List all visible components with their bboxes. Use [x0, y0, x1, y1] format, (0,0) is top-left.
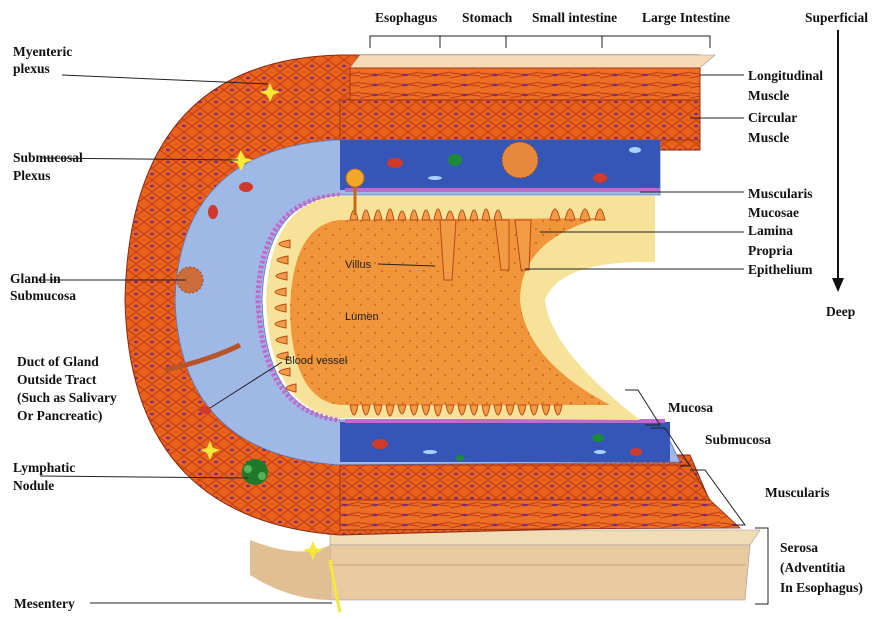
label-submucosal: Submucosal [13, 150, 83, 165]
longitudinal-muscle-top [350, 55, 715, 100]
label-lamina: Lamina [748, 223, 793, 238]
label-longitudinal-2: Muscle [748, 88, 789, 103]
depth-axis [832, 30, 844, 292]
label-mesentery: Mesentery [14, 596, 75, 611]
label-circular-2: Muscle [748, 130, 789, 145]
label-lamina-2: Propria [748, 243, 793, 258]
label-mucosa: Mucosa [668, 400, 713, 415]
region-brackets [370, 36, 710, 48]
label-epithelium: Epithelium [748, 262, 813, 277]
label-submucosal-2: Plexus [13, 168, 51, 183]
label-myenteric-2: plexus [13, 61, 50, 76]
label-myenteric: Myenteric [13, 44, 72, 59]
label-muscularis: Muscularis [765, 485, 830, 500]
label-lymphatic-2: Nodule [13, 478, 54, 493]
label-serosa-2: (Adventitia [780, 560, 845, 575]
serosa-layer [250, 530, 760, 600]
label-muscularis-mucosae: Muscularis [748, 186, 813, 201]
label-gland: Gland in [10, 271, 61, 286]
label-lymphatic: Lymphatic [13, 460, 75, 475]
region-large-intestine: Large Intestine [642, 10, 730, 25]
region-esophagus: Esophagus [375, 10, 437, 25]
muscle-bottom [340, 465, 740, 530]
label-duct-3: (Such as Salivary [17, 390, 117, 405]
label-longitudinal: Longitudinal [748, 68, 823, 83]
circular-muscle-top [340, 100, 700, 140]
label-duct: Duct of Gland [17, 354, 99, 369]
region-small-intestine: Small intestine [532, 10, 617, 25]
label-duct-2: Outside Tract [17, 372, 97, 387]
label-blood-vessel: Blood vessel [285, 355, 347, 367]
label-gland-2: Submucosa [10, 288, 76, 303]
label-duct-4: Or Pancreatic) [17, 408, 102, 423]
label-serosa: Serosa [780, 540, 818, 555]
label-serosa-3: In Esophagus) [780, 580, 863, 595]
axis-superficial: Superficial [805, 10, 868, 25]
label-submucosa: Submucosa [705, 432, 771, 447]
label-lumen: Lumen [345, 311, 379, 323]
label-circular: Circular [748, 110, 797, 125]
region-stomach: Stomach [462, 10, 513, 25]
axis-deep: Deep [826, 304, 855, 319]
label-villus: Villus [345, 259, 372, 271]
label-muscularis-mucosae-2: Mucosae [748, 205, 799, 220]
